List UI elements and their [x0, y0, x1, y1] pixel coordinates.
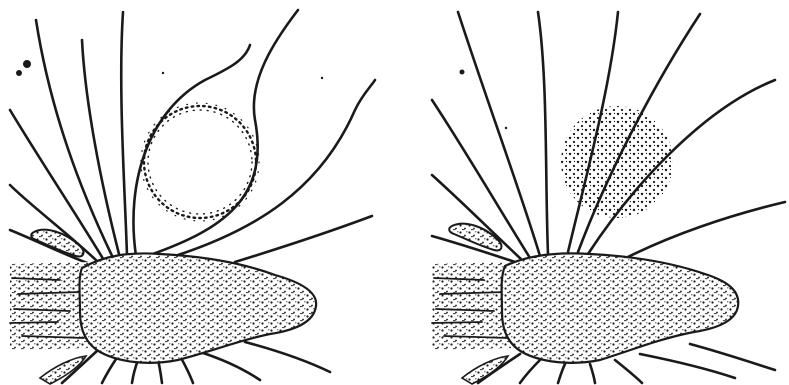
- left-sphere-dotted-ring: [141, 103, 259, 221]
- right-small-spine: [449, 224, 501, 251]
- field-line: [640, 354, 735, 378]
- field-line: [133, 45, 250, 256]
- field-line: [102, 356, 118, 383]
- left-panel: [10, 10, 375, 384]
- field-line: [615, 360, 642, 383]
- field-line: [538, 12, 548, 254]
- field-line: [245, 342, 330, 372]
- right-specks: [460, 70, 508, 130]
- speck: [460, 70, 465, 75]
- field-line: [150, 10, 298, 255]
- field-line: [121, 12, 127, 256]
- field-line: [590, 364, 595, 383]
- field-line: [520, 360, 540, 383]
- field-line: [432, 175, 522, 260]
- field-line: [690, 344, 775, 370]
- left-bottom-spine: [40, 356, 86, 384]
- right-panel: [432, 12, 785, 384]
- speck: [16, 70, 22, 76]
- field-line: [558, 364, 565, 383]
- field-line: [200, 352, 260, 380]
- speck: [23, 60, 31, 68]
- left-specks: [16, 60, 323, 79]
- field-line: [132, 360, 138, 383]
- speck: [505, 127, 507, 129]
- field-line: [458, 12, 540, 256]
- speck: [321, 77, 323, 79]
- field-line: [82, 40, 120, 258]
- speck: [162, 72, 164, 74]
- right-bottom-spine: [462, 356, 508, 384]
- field-line: [36, 20, 115, 262]
- field-line: [235, 216, 372, 262]
- left-growth-cone: [80, 253, 317, 362]
